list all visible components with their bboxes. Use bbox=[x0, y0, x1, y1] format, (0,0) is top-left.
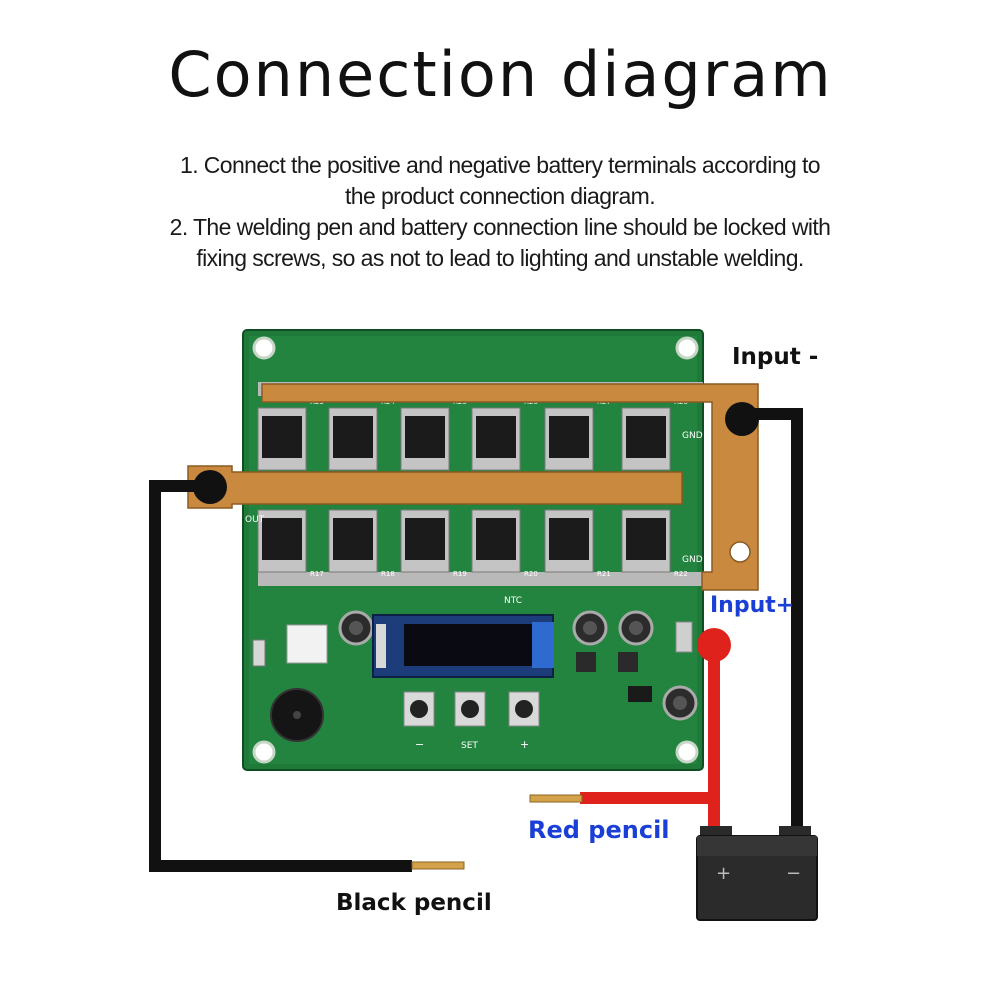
mosfet bbox=[257, 407, 307, 471]
silk-minus: − bbox=[415, 738, 424, 751]
connection-point-output bbox=[193, 470, 227, 504]
input-terminal bbox=[675, 621, 693, 653]
resistor-label: R22 bbox=[674, 570, 688, 578]
label-input-negative: Input - bbox=[732, 344, 819, 370]
mosfet bbox=[257, 509, 307, 573]
mosfet bbox=[328, 407, 378, 471]
button-plus bbox=[508, 691, 540, 727]
oled-screen bbox=[404, 624, 532, 666]
oled-ribbon bbox=[532, 622, 554, 668]
copper-busbar-output bbox=[187, 465, 683, 509]
capacitor bbox=[618, 610, 654, 646]
inductor bbox=[618, 652, 638, 672]
silk-out: OUT bbox=[245, 515, 265, 525]
resistor-label: R18 bbox=[381, 570, 395, 578]
capacitor bbox=[662, 685, 698, 721]
silk-plus: + bbox=[520, 738, 529, 751]
mosfet bbox=[544, 509, 594, 573]
black-wire-input-negative bbox=[742, 408, 803, 830]
mounting-hole bbox=[675, 336, 699, 360]
mosfet-row-bottom: R17 R18 R19 R20 R21 R22 bbox=[257, 509, 688, 578]
black-wire-black-pencil bbox=[149, 480, 412, 872]
silk-gnd-top: GND bbox=[682, 431, 703, 441]
label-input-positive: Input+ bbox=[710, 593, 795, 618]
instruction-line-1: 1. Connect the positive and negative bat… bbox=[180, 152, 821, 178]
ic-chip bbox=[628, 686, 652, 702]
black-pencil-tip bbox=[411, 861, 465, 870]
battery-positive-sign: + bbox=[716, 863, 731, 884]
page-title: Connection diagram bbox=[168, 38, 833, 111]
optocoupler-chip bbox=[286, 624, 328, 664]
mosfet bbox=[621, 509, 671, 573]
red-pencil-tip bbox=[529, 794, 583, 803]
resistor-label: R17 bbox=[310, 570, 324, 578]
silk-set: SET bbox=[461, 741, 478, 751]
connection-point-input-positive bbox=[697, 628, 731, 662]
instruction-line-3: 2. The welding pen and battery connectio… bbox=[169, 214, 831, 240]
mosfet bbox=[328, 509, 378, 573]
silk-ntc: NTC bbox=[504, 596, 522, 606]
instruction-line-4: fixing screws, so as not to lead to ligh… bbox=[196, 245, 804, 271]
capacitor bbox=[572, 610, 608, 646]
label-black-pencil: Black pencil bbox=[336, 890, 492, 916]
oled-header-pins bbox=[376, 624, 386, 668]
mounting-hole bbox=[675, 740, 699, 764]
capacitor bbox=[338, 610, 374, 646]
connection-point-input-negative bbox=[725, 402, 759, 436]
mosfet bbox=[621, 407, 671, 471]
button-set bbox=[454, 691, 486, 727]
silk-gnd-bottom: GND bbox=[682, 555, 703, 565]
silk-fan: FAN bbox=[221, 612, 232, 631]
tinned-pad-bottom bbox=[258, 572, 703, 586]
mounting-holes bbox=[252, 336, 699, 764]
busbar-hole bbox=[729, 541, 751, 563]
copper-busbar-negative bbox=[261, 383, 759, 591]
mounting-hole bbox=[252, 740, 276, 764]
mosfet bbox=[471, 509, 521, 573]
instructions: 1. Connect the positive and negative bat… bbox=[120, 150, 880, 274]
instruction-line-2: the product connection diagram. bbox=[345, 183, 656, 209]
resistor-label: R19 bbox=[453, 570, 467, 578]
inductor bbox=[576, 652, 596, 672]
fan-connector bbox=[252, 639, 266, 667]
mosfet bbox=[400, 509, 450, 573]
resistor-label: R21 bbox=[597, 570, 611, 578]
mosfet bbox=[400, 407, 450, 471]
label-red-pencil: Red pencil bbox=[528, 816, 670, 844]
resistor-label: R20 bbox=[524, 570, 538, 578]
battery: + − bbox=[696, 826, 818, 921]
battery-negative-sign: − bbox=[786, 863, 801, 884]
mosfet bbox=[471, 407, 521, 471]
button-minus bbox=[403, 691, 435, 727]
mounting-hole bbox=[252, 336, 276, 360]
mosfet bbox=[544, 407, 594, 471]
mosfet-row-top: R23R24R25R26R27R28 bbox=[257, 398, 688, 471]
